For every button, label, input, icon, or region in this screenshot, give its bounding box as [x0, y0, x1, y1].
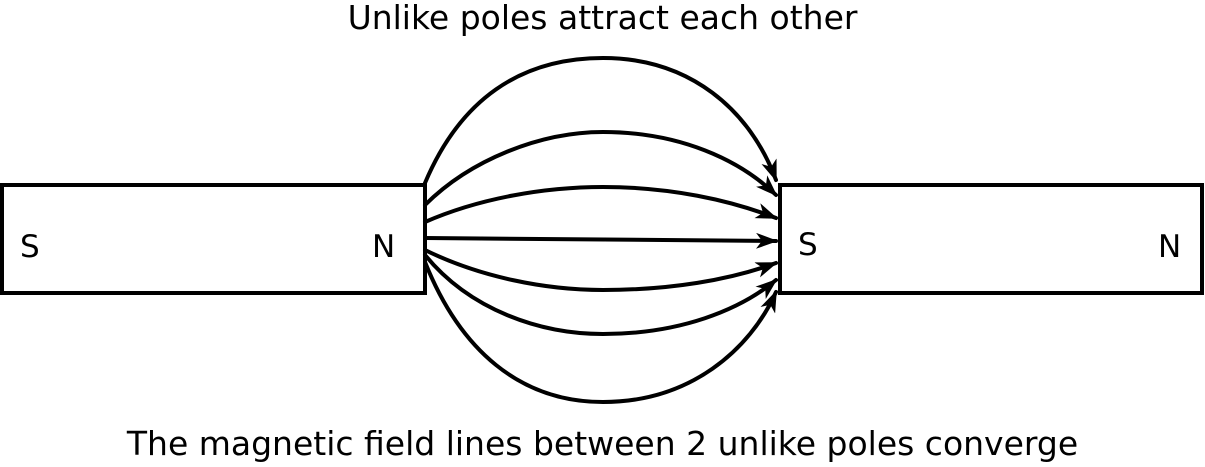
right-magnet: S N [778, 183, 1204, 295]
field-line-top-middle [423, 129, 778, 207]
field-line-center [423, 232, 778, 249]
left-magnet-south-pole-label: S [20, 229, 40, 265]
field-line-top-outer [423, 55, 778, 185]
left-magnet-north-pole-label: N [372, 229, 395, 265]
right-magnet-body [778, 183, 1204, 295]
field-line-top-inner [423, 184, 778, 224]
right-magnet-south-pole-label: S [798, 227, 818, 263]
field-lines [423, 55, 778, 405]
left-magnet: S N [0, 183, 427, 295]
field-line-bottom-outer [423, 260, 778, 405]
right-magnet-north-pole-label: N [1158, 229, 1181, 265]
diagram-title: Unlike poles attract each other [347, 0, 858, 37]
field-line-bottom-middle [423, 253, 778, 337]
field-line-bottom-inner [423, 248, 778, 293]
diagram-caption: The magnetic field lines between 2 unlik… [126, 424, 1079, 463]
left-magnet-body [0, 183, 427, 295]
